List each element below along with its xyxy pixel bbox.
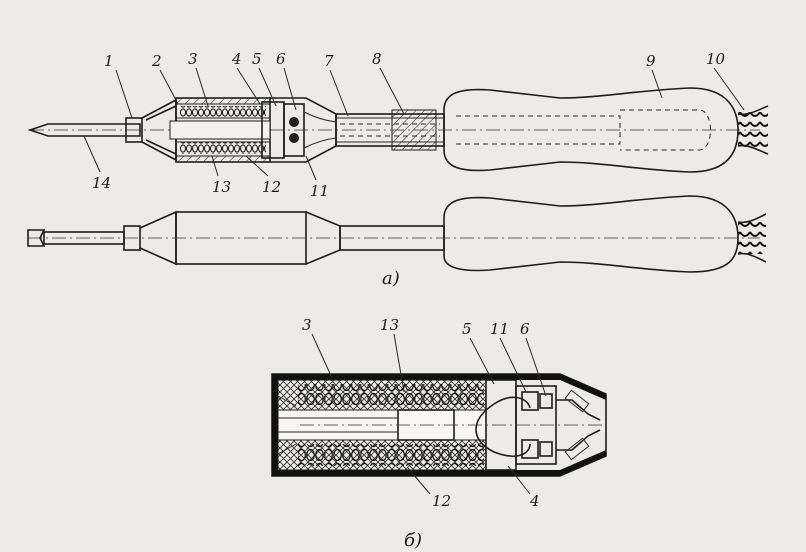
label-6: 6 — [276, 50, 286, 68]
view-b-heater-detail: 3 13 5 11 6 12 4 б) — [271, 316, 607, 551]
label-b-5: 5 — [462, 320, 472, 338]
label-b-3: 3 — [302, 316, 312, 334]
label-11: 11 — [310, 182, 329, 200]
label-b-13: 13 — [380, 316, 399, 334]
caption-a: а) — [382, 268, 400, 289]
label-b-4: 4 — [529, 492, 540, 510]
label-2: 2 — [151, 52, 162, 70]
view-a-section: 1 2 3 4 5 6 7 8 9 10 14 13 12 11 — [27, 50, 769, 200]
label-13: 13 — [212, 178, 231, 196]
view-a-exterior: а) — [27, 195, 767, 289]
label-10: 10 — [706, 50, 726, 68]
label-8: 8 — [372, 50, 382, 68]
label-14: 14 — [92, 174, 111, 192]
label-7: 7 — [324, 52, 334, 70]
label-b-11: 11 — [490, 320, 509, 338]
label-1: 1 — [104, 52, 114, 70]
caption-b: б) — [404, 530, 422, 551]
label-4: 4 — [231, 50, 242, 68]
label-3: 3 — [188, 50, 198, 68]
label-5: 5 — [252, 50, 262, 68]
label-12: 12 — [262, 178, 281, 196]
label-b-6: 6 — [520, 320, 530, 338]
label-b-12: 12 — [432, 492, 451, 510]
label-9: 9 — [646, 52, 656, 70]
